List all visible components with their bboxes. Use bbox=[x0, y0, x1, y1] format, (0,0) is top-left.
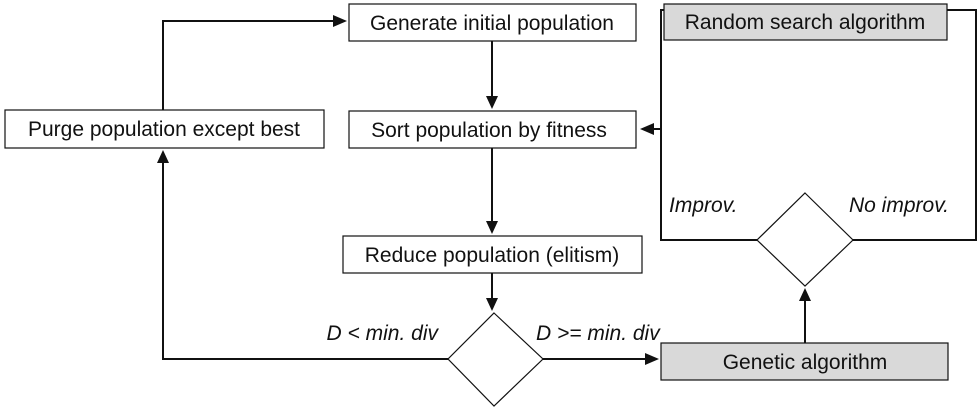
node-purge-population: Purge population except best bbox=[4, 109, 325, 149]
connector-sort-to-reduce bbox=[486, 148, 498, 234]
connector-loop-to-sort bbox=[640, 9, 977, 241]
node-genetic-algorithm: Genetic algorithm bbox=[660, 342, 949, 381]
node-sort-label: Sort population by fitness bbox=[371, 119, 607, 142]
node-sort-population: Sort population by fitness bbox=[348, 110, 637, 149]
connector-reduce-to-decision bbox=[486, 273, 498, 311]
connector-genetic-to-improvement-decision bbox=[799, 288, 811, 343]
node-random-search-label: Random search algorithm bbox=[685, 11, 925, 34]
edge-label-improvement: Improv. bbox=[669, 194, 737, 217]
node-purge-label: Purge population except best bbox=[28, 118, 300, 141]
node-reduce-population: Reduce population (elitism) bbox=[342, 235, 643, 274]
connector-generate-to-sort bbox=[486, 41, 498, 109]
node-generate-label: Generate initial population bbox=[370, 12, 614, 35]
edge-label-low-diversity: D < min. div bbox=[327, 322, 440, 345]
connector-purge-to-generate bbox=[162, 15, 347, 110]
edge-label-high-diversity: D >= min. div bbox=[536, 322, 661, 345]
diversity-decision-diamond bbox=[447, 312, 544, 407]
node-reduce-label: Reduce population (elitism) bbox=[365, 244, 619, 267]
connector-decision-to-genetic bbox=[543, 353, 659, 365]
node-generate-initial-population: Generate initial population bbox=[348, 3, 637, 42]
edge-label-no-improvement: No improv. bbox=[849, 194, 949, 217]
improvement-decision-diamond bbox=[756, 192, 854, 287]
connector-decision-to-purge bbox=[157, 150, 448, 360]
node-genetic-label: Genetic algorithm bbox=[723, 351, 888, 374]
node-random-search-algorithm: Random search algorithm bbox=[663, 3, 948, 41]
